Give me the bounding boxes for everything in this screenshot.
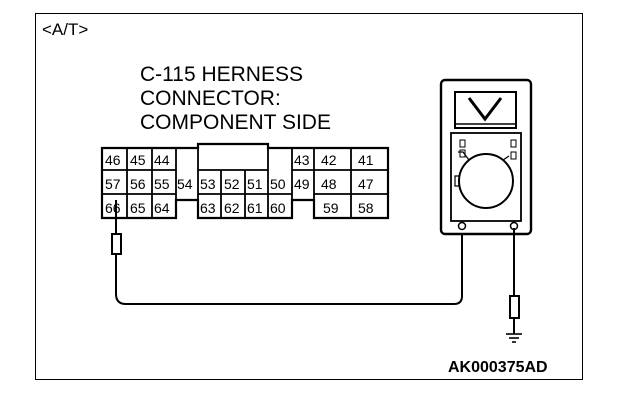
pin-label: 58 (358, 200, 374, 216)
connector-title-line-3: COMPONENT SIDE (140, 111, 331, 134)
ground-lead (509, 228, 520, 334)
connector-title-line-1: C-115 HERNESS (140, 63, 303, 86)
pin-label: 60 (270, 200, 286, 216)
connector-title-line-2: CONNECTOR: (140, 87, 281, 110)
pin-label: 55 (154, 176, 170, 192)
pin-label: 42 (321, 152, 337, 168)
pin-label: 51 (247, 176, 263, 192)
pin-label: 44 (154, 152, 170, 168)
pin-label: 63 (200, 200, 216, 216)
pin-label: 50 (270, 176, 286, 192)
pin-label: 66 (105, 200, 121, 216)
pin-label: 45 (130, 152, 146, 168)
figure-code: AK000375AD (448, 359, 548, 376)
pin-label: 46 (105, 152, 121, 168)
pin-label: 64 (154, 200, 170, 216)
ground-symbol-icon (506, 333, 522, 343)
pin-label: 52 (224, 176, 240, 192)
pin-label: 41 (358, 152, 374, 168)
test-probe (111, 200, 122, 294)
pin-label: 62 (224, 200, 240, 216)
multimeter (439, 78, 533, 236)
probe-wire (115, 228, 463, 305)
pin-label: 43 (294, 152, 310, 168)
pin-labels: 46 45 44 43 42 41 57 56 55 54 53 52 51 5… (105, 152, 374, 216)
header-tag: <A/T> (42, 20, 88, 39)
pin-label: 53 (200, 176, 216, 192)
pin-label: 49 (294, 176, 310, 192)
pin-label: 61 (247, 200, 263, 216)
pin-label: 65 (130, 200, 146, 216)
pin-label: 59 (323, 200, 339, 216)
pin-label: 56 (130, 176, 146, 192)
connector-grid (102, 148, 388, 218)
pin-label: 54 (177, 176, 193, 192)
pin-label: 48 (321, 176, 337, 192)
diagram-border (35, 13, 583, 380)
selector-dial (458, 153, 514, 209)
pin-label: 47 (358, 176, 374, 192)
pin-label: 57 (105, 176, 121, 192)
com-jack (457, 221, 467, 231)
